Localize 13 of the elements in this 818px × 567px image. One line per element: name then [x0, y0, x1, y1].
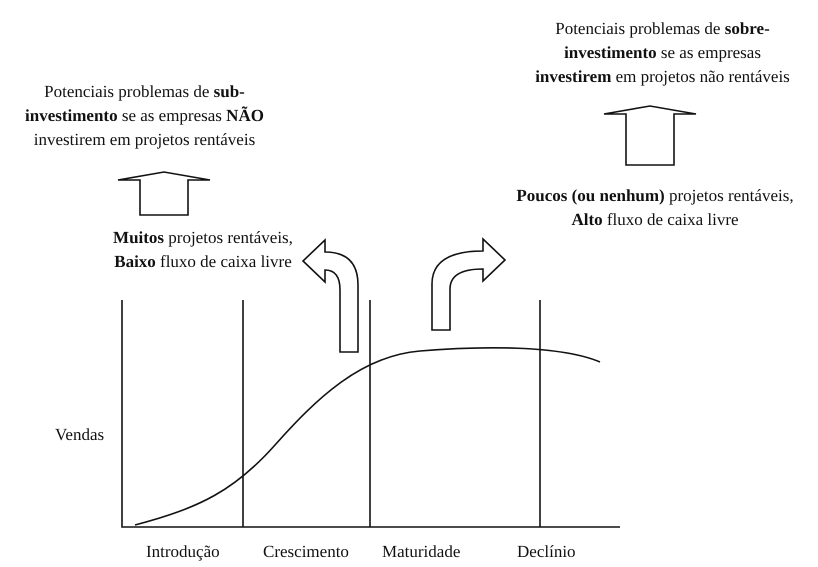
- stage-label: Crescimento: [263, 542, 349, 562]
- annotation-text: Potenciais problemas de sub-investimento se as empresas NÃO investirem em projetos rentáveis: [24, 81, 265, 151]
- block-arrow: [117, 171, 211, 216]
- block-arrow: [603, 105, 697, 166]
- block-arrow: [302, 239, 359, 353]
- stage-label: Introdução: [146, 542, 220, 562]
- annotation-text: Potenciais problemas de sobre-investimento se as empresas investirem em projetos não rentáveis: [534, 18, 791, 88]
- axis-label: Vendas: [55, 425, 104, 445]
- annotation-text: Poucos (ou nenhum) projetos rentáveis, Alto fluxo de caixa livre: [515, 184, 795, 230]
- annotation-text: Muitos projetos rentáveis, Baixo fluxo de caixa livre: [112, 227, 294, 273]
- block-arrow: [431, 238, 506, 331]
- stage-label: Declínio: [517, 542, 576, 562]
- stage-label: Maturidade: [382, 542, 460, 562]
